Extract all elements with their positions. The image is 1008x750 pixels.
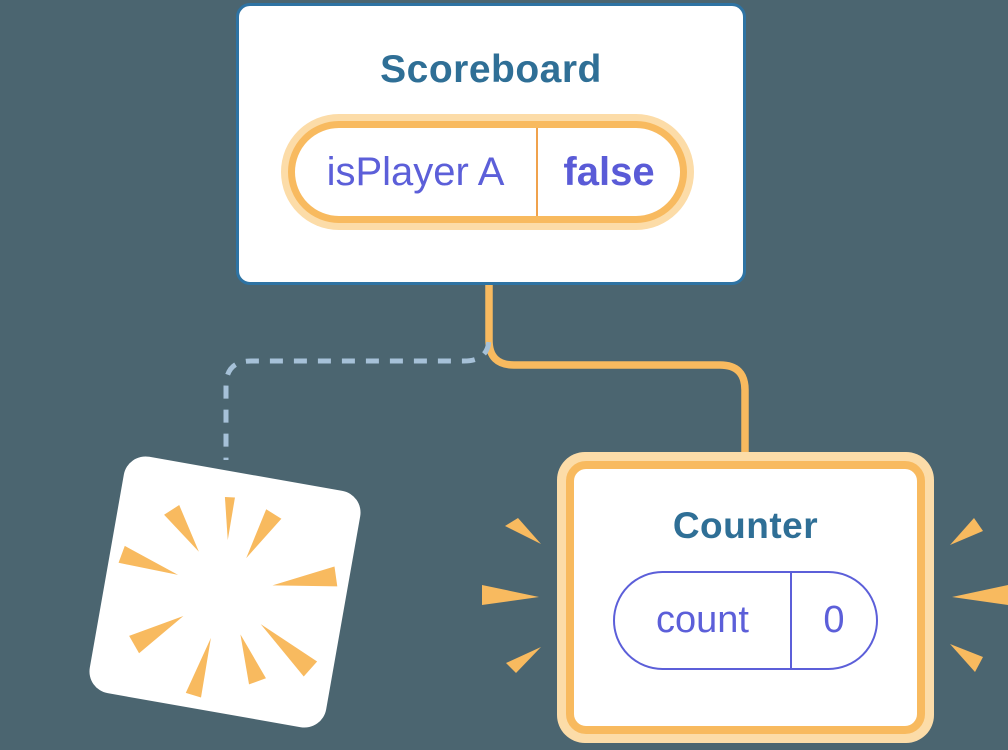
state-key-label: count [656,599,749,641]
scoreboard-title: Scoreboard [380,48,602,91]
parent-to-counter-connector [485,285,749,456]
counter-state-pill: count 0 [613,571,878,670]
pill-divider [536,128,538,216]
emphasis-rays-right-icon [950,518,1008,672]
counter-component-card-frame: Counter count 0 [557,452,934,743]
poof-removed-component [85,452,365,732]
counter-component-card: Counter count 0 [566,461,925,734]
state-value-label: false [563,149,655,194]
emphasis-rays-left-icon [482,518,541,673]
state-key-label: isPlayer A [326,149,505,194]
scoreboard-component-card: Scoreboard isPlayer A false [236,3,746,285]
parent-to-removed-connector [223,337,492,460]
pill-divider [790,573,792,668]
poof-burst-icon [118,496,338,698]
preserved-state-pill: isPlayer A false [288,121,687,223]
counter-title: Counter [672,505,819,546]
state-value-label: 0 [823,599,845,641]
preserved-state-pill-glow: isPlayer A false [281,114,694,230]
